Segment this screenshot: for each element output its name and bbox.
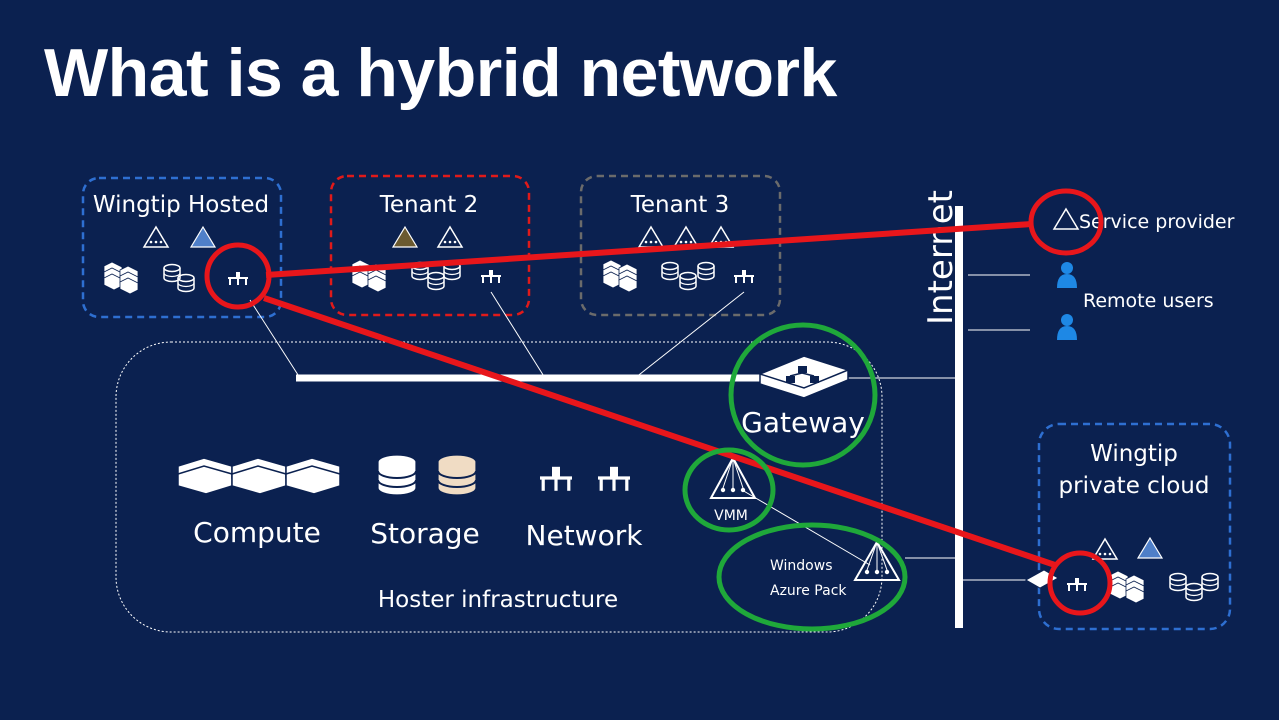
vmm-group: VMM xyxy=(709,455,757,524)
vm-triangle-icon xyxy=(143,226,169,248)
database-icon xyxy=(1169,572,1187,592)
tenant-label-tenant-2: Tenant 2 xyxy=(379,192,479,218)
storage-disk-icon xyxy=(377,454,417,496)
storage-label: Storage xyxy=(370,517,480,550)
server-icon xyxy=(103,261,123,291)
vm-triangle-icon xyxy=(437,226,463,248)
red-highlight-circle-service-provider xyxy=(1028,188,1104,256)
red-highlight-circle-wingtip-switch xyxy=(204,242,272,310)
tenant-box-wingtip-hosted: Wingtip Hosted xyxy=(81,176,283,319)
compute-group: Compute xyxy=(177,457,341,549)
database-icon xyxy=(661,261,679,281)
compute-label: Compute xyxy=(193,516,321,549)
internet-backbone: Internet xyxy=(921,190,963,628)
red-highlight-circle-private-cloud-switch xyxy=(1047,550,1113,616)
network-switch-icon xyxy=(539,466,573,491)
service-provider-label: Service provider xyxy=(1079,211,1235,233)
network-switch-icon xyxy=(227,271,249,286)
vm-triangle-filled-icon xyxy=(1136,536,1164,559)
gateway-router-icon xyxy=(759,355,849,399)
storage-disk-icon xyxy=(437,454,477,496)
server-blade-icon xyxy=(177,457,233,495)
gateway-label: Gateway xyxy=(741,406,865,439)
database-icon xyxy=(1185,582,1203,602)
network-switch-icon xyxy=(733,269,755,284)
vmm-triangle-icon xyxy=(709,455,757,499)
server-blade-icon xyxy=(285,457,341,495)
azure-pack-label-line1: Windows xyxy=(770,558,833,574)
vmm-label: VMM xyxy=(714,508,748,524)
database-icon xyxy=(1201,572,1219,592)
network-switch-icon xyxy=(480,269,502,284)
vm-triangle-filled-icon xyxy=(189,225,217,248)
gateway-group: Gateway xyxy=(741,355,865,439)
slide-title: What is a hybrid network xyxy=(44,35,837,111)
green-highlight-circles xyxy=(682,322,908,632)
server-blade-icon xyxy=(231,457,287,495)
private-cloud-label-line1: Wingtip xyxy=(1090,441,1178,467)
vm-triangle-filled-icon xyxy=(391,225,419,248)
network-switch-icon xyxy=(597,466,631,491)
private-cloud-box: Wingtip private cloud xyxy=(1024,422,1232,631)
service-provider-group: Service provider xyxy=(1052,207,1235,233)
user-icon xyxy=(1057,262,1077,288)
green-highlight-azure-pack xyxy=(716,522,908,632)
database-icon xyxy=(697,261,715,281)
hoster-label: Hoster infrastructure xyxy=(378,587,618,613)
green-highlight-gateway xyxy=(728,322,878,468)
tenant-box-tenant-2: Tenant 2 xyxy=(329,174,531,317)
database-icon xyxy=(427,271,445,291)
service-provider-triangle-icon xyxy=(1052,207,1080,230)
tenant-box-tenant-3: Tenant 3 xyxy=(579,174,782,317)
database-icon xyxy=(679,271,697,291)
hoster-infrastructure-box: Hoster infrastructure xyxy=(115,341,883,633)
azure-pack-triangle-icon xyxy=(853,540,901,581)
red-path-to-service-provider xyxy=(265,221,1033,278)
server-icon xyxy=(1109,570,1129,600)
storage-group: Storage xyxy=(370,454,480,550)
red-highlight-paths xyxy=(204,188,1113,616)
network-label: Network xyxy=(526,519,644,552)
network-switch-icon xyxy=(1066,577,1088,592)
remote-users-group: Remote users xyxy=(1057,262,1214,340)
tenant-label-wingtip-hosted: Wingtip Hosted xyxy=(93,192,269,218)
server-icon xyxy=(602,259,622,289)
private-cloud-label-line2: private cloud xyxy=(1059,473,1210,499)
network-group: Network xyxy=(526,466,644,552)
vm-triangle-icon xyxy=(638,226,664,248)
azure-pack-group: Windows Azure Pack xyxy=(770,540,901,599)
server-icon xyxy=(351,259,371,289)
green-highlight-vmm xyxy=(682,447,776,533)
user-icon xyxy=(1057,314,1077,340)
remote-users-label: Remote users xyxy=(1083,290,1214,312)
azure-pack-label-line2: Azure Pack xyxy=(770,583,847,599)
server-icon xyxy=(1125,574,1145,604)
red-path-to-private-cloud xyxy=(263,295,1056,568)
internet-label: Internet xyxy=(921,190,961,325)
server-icon xyxy=(618,263,638,293)
server-icon xyxy=(119,265,139,295)
tenant-label-tenant-3: Tenant 3 xyxy=(630,192,730,218)
